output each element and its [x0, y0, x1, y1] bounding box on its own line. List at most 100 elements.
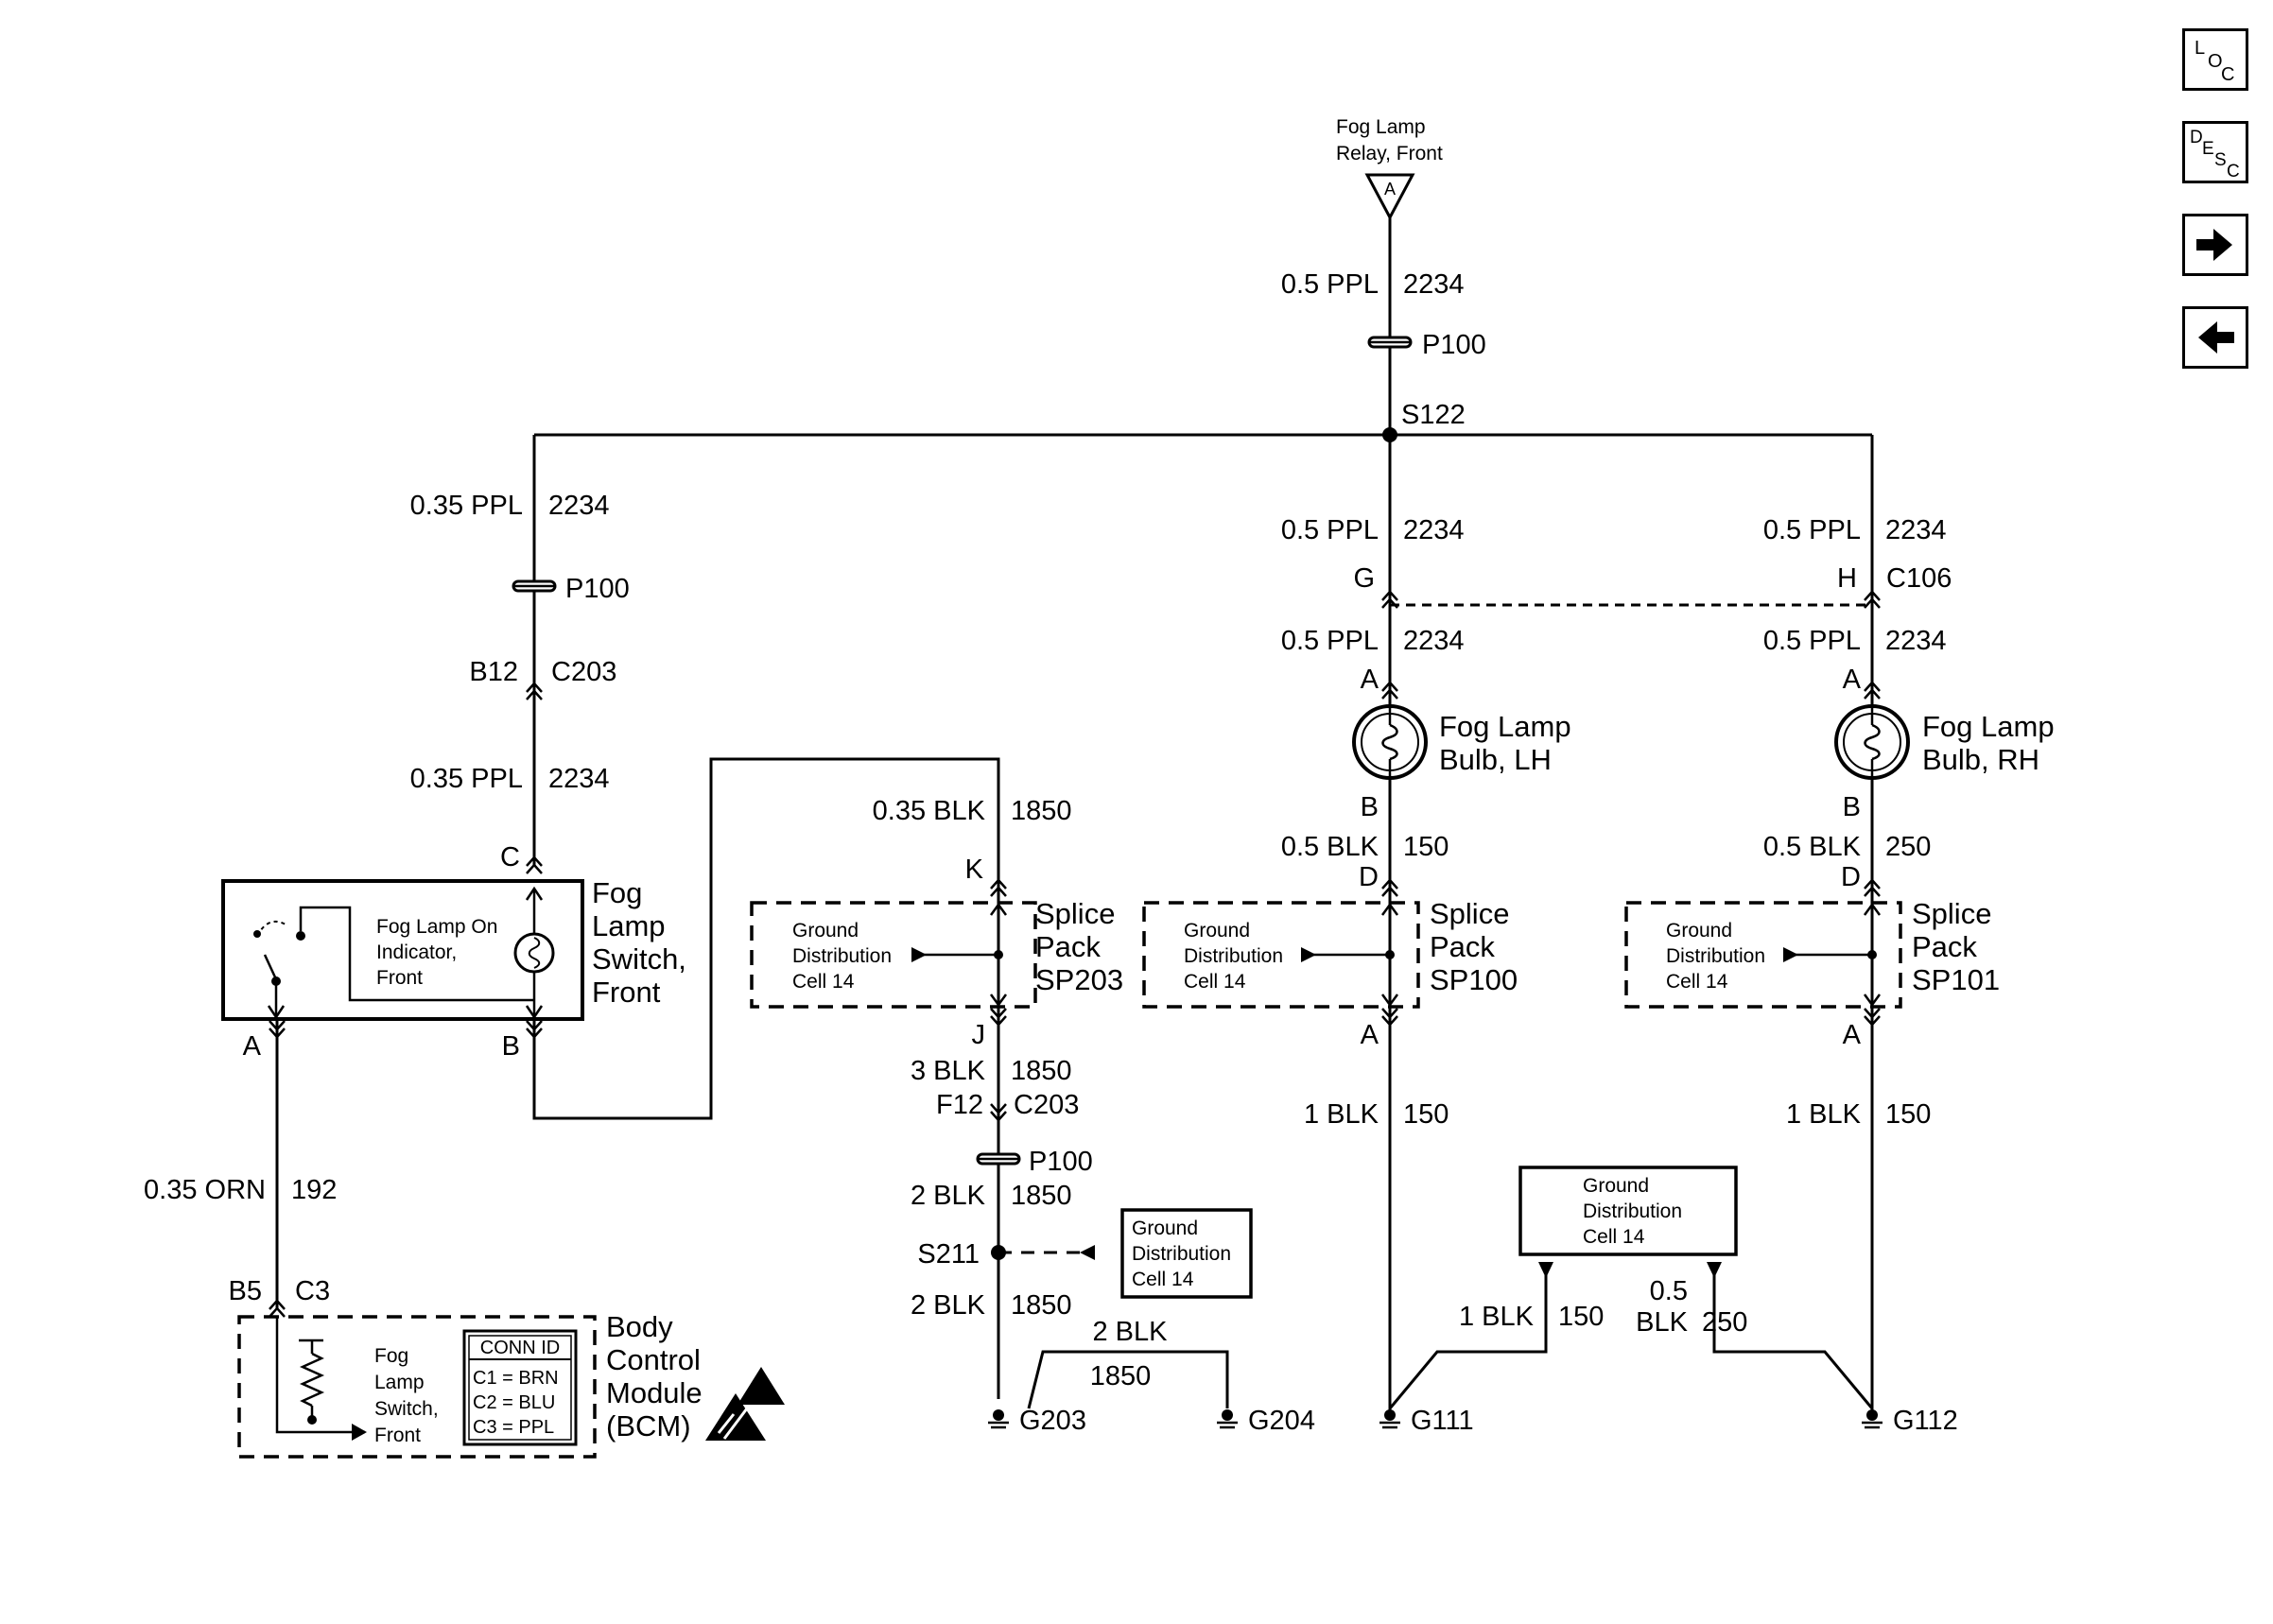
- ground-cell-label-3: Cell 14: [1132, 1269, 1194, 1290]
- bulb-label-2: Bulb, LH: [1439, 743, 1552, 776]
- circuit-number: 1850: [1090, 1361, 1152, 1391]
- ground-cell-label-1: Ground: [1666, 920, 1732, 942]
- wire-gauge: 2 BLK: [911, 1290, 986, 1321]
- conn-id-c3: C3 = PPL: [473, 1417, 554, 1438]
- pin-label: D: [1841, 862, 1861, 892]
- trunk: 0.5 PPL 2234 P100 S122: [1281, 269, 1486, 442]
- connector-label: C203: [551, 657, 616, 687]
- ground-distribution-box: Ground Distribution Cell 14: [1518, 1166, 1738, 1278]
- back-button[interactable]: [2182, 306, 2248, 369]
- splice-name-2: Pack: [1035, 930, 1101, 963]
- pin-label: H: [1837, 563, 1857, 594]
- wire-gauge: 0.35 PPL: [410, 491, 523, 521]
- pin-label: F12: [936, 1090, 983, 1120]
- wire-gauge: 0.5 PPL: [1281, 269, 1379, 300]
- relay-label-1: Fog Lamp: [1336, 116, 1426, 138]
- wire-gauge: 3 BLK: [911, 1056, 986, 1086]
- fog-lamp-bulb-icon: [1352, 704, 1428, 780]
- bcm-switch-label-4: Front: [374, 1425, 421, 1446]
- desc-icon: D E S C: [2190, 128, 2240, 181]
- bcm-switch-label-1: Fog: [374, 1345, 408, 1367]
- ground-cell-label-2: Distribution: [1184, 945, 1283, 967]
- ground-cell-label-1: Ground: [792, 920, 859, 942]
- wire-gauge: 1 BLK: [1786, 1099, 1862, 1130]
- ground-icon: [1215, 1408, 1240, 1429]
- ground-cell-label-2: Distribution: [792, 945, 892, 967]
- inline-connector-icon: [1367, 336, 1413, 349]
- wire-gauge: 2 BLK: [1093, 1317, 1169, 1347]
- ground-cell-label-2: Distribution: [1666, 945, 1765, 967]
- ground-icon: [986, 1408, 1011, 1429]
- wire-gauge: 2 BLK: [911, 1181, 986, 1211]
- fog-lamp-switch: Fog Lamp On Indicator, Front Fog Lamp Sw…: [221, 876, 686, 1062]
- circuit-number: 2234: [548, 764, 610, 794]
- splice-name-1: Splice: [1035, 897, 1115, 930]
- location-button[interactable]: L O C: [2182, 28, 2248, 91]
- svg-text:L: L: [2195, 38, 2205, 59]
- ground-cell-label-3: Cell 14: [792, 971, 855, 993]
- pin-label: A: [1843, 1020, 1862, 1050]
- ground-icon: [1860, 1408, 1884, 1429]
- pin-label: A: [243, 1031, 262, 1062]
- wire-gauge: 0.35 BLK: [873, 796, 986, 826]
- forward-button[interactable]: [2182, 214, 2248, 276]
- circuit-number: 250: [1885, 832, 1931, 862]
- pin-label: B: [502, 1031, 520, 1062]
- relay-pin-label: A: [1384, 180, 1396, 199]
- circuit-number: 1850: [1011, 796, 1072, 826]
- bcm-switch-label-3: Switch,: [374, 1398, 439, 1420]
- ground-label: G203: [1019, 1406, 1086, 1436]
- ground-label: G112: [1893, 1406, 1958, 1436]
- circuit-number: 192: [291, 1175, 337, 1205]
- conn-id-table: CONN ID C1 = BRN C2 = BLU C3 = PPL: [462, 1329, 578, 1446]
- svg-text:D: D: [2190, 128, 2203, 147]
- pin-label: K: [965, 855, 984, 885]
- connector-label: C203: [1014, 1090, 1079, 1120]
- fog-lamp-relay: A Fog Lamp Relay, Front: [1336, 116, 1443, 221]
- wire-gauge: 0.5: [1650, 1276, 1688, 1306]
- connector-label: P100: [565, 574, 630, 604]
- ground-cell-label-2: Distribution: [1132, 1243, 1231, 1265]
- connector-label: P100: [1422, 330, 1486, 360]
- connector-label: P100: [1029, 1147, 1093, 1177]
- splice-name-1: Splice: [1912, 897, 1991, 930]
- indicator-label-3: Front: [376, 967, 423, 989]
- ground-cell-label-3: Cell 14: [1583, 1226, 1645, 1248]
- arrow-down-icon: [1538, 1262, 1553, 1278]
- bulb-label-1: Fog Lamp: [1922, 710, 2055, 743]
- splice-name-1: Splice: [1430, 897, 1509, 930]
- switch-name-4: Front: [592, 976, 661, 1009]
- circuit-number: 2234: [1885, 626, 1947, 656]
- rh-branch: 0.5 PPL 2234 H C106 0.5 PPL 2234 A Fog L…: [1624, 515, 2055, 1436]
- bulb-label-2: Bulb, RH: [1922, 743, 2039, 776]
- circuit-number: 150: [1558, 1302, 1604, 1332]
- bcm-name-1: Body: [606, 1310, 673, 1343]
- fog-lamp-bulb-icon: [1834, 704, 1910, 780]
- wire-gauge: 0.5 BLK: [1281, 832, 1379, 862]
- circuit-number: 2234: [548, 491, 610, 521]
- arrow-right-icon: [2196, 229, 2232, 261]
- conn-id-c2: C2 = BLU: [473, 1392, 555, 1413]
- description-button[interactable]: D E S C: [2182, 121, 2248, 183]
- circuit-number: 1850: [1011, 1290, 1072, 1321]
- indicator-label-1: Fog Lamp On: [376, 916, 497, 938]
- svg-text:C: C: [2221, 64, 2234, 85]
- circuit-number: 250: [1702, 1307, 1747, 1338]
- body-control-module: Fog Lamp Switch, Front CONN ID C1 = BRN …: [237, 1310, 785, 1459]
- inline-connector-icon: [976, 1152, 1021, 1166]
- wire-gauge: BLK: [1636, 1307, 1688, 1338]
- left-branch: 0.35 PPL 2234 P100 B12 C203 0.35 PPL 223…: [410, 491, 630, 875]
- circuit-number: 1850: [1011, 1056, 1072, 1086]
- ground-cell-label-1: Ground: [1184, 920, 1250, 942]
- arrow-left-icon: [1080, 1245, 1095, 1260]
- circuit-number: 150: [1885, 1099, 1931, 1130]
- wire-gauge: 0.5 PPL: [1763, 626, 1861, 656]
- pin-label: B5: [229, 1276, 262, 1306]
- ground-cell-label-1: Ground: [1132, 1218, 1198, 1239]
- circuit-number: 2234: [1403, 515, 1465, 545]
- bcm-switch-label-2: Lamp: [374, 1372, 425, 1393]
- splice-label: S122: [1401, 400, 1466, 430]
- circuit-number: 2234: [1403, 626, 1465, 656]
- wire-gauge: 0.35 PPL: [410, 764, 523, 794]
- indicator-lamp-icon: [513, 932, 555, 974]
